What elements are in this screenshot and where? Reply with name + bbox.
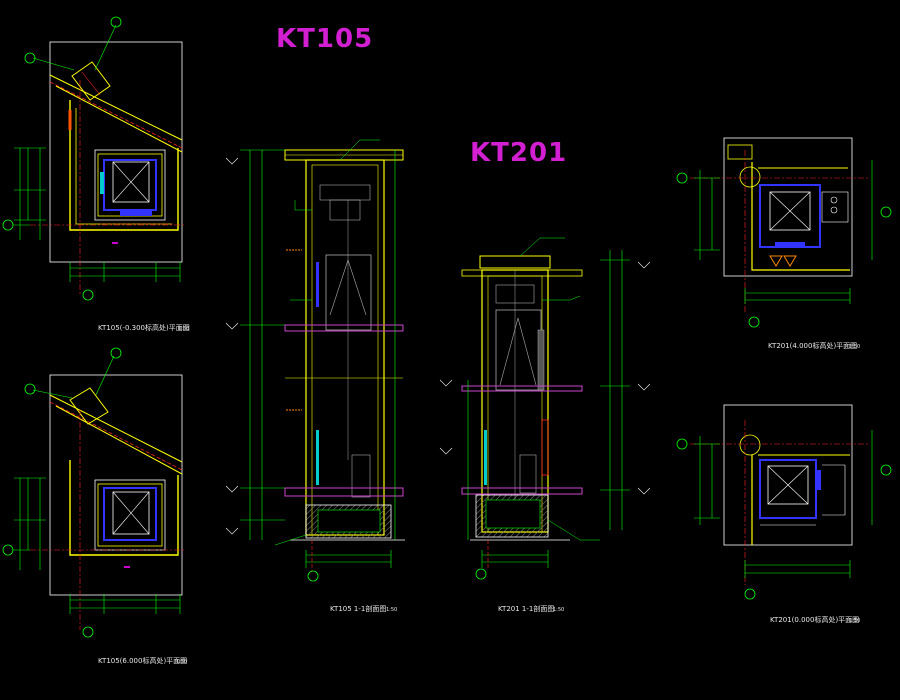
caption-plan-kt201-upper: KT201(4.000标高处)平面图 [768, 342, 858, 350]
scale-plan-kt105-upper: 1:50 [178, 326, 190, 332]
caption-section-kt201: KT201 1-1剖面图 [498, 605, 555, 613]
caption-section-kt105: KT105 1-1剖面图 [330, 605, 387, 613]
scale-section-kt201: 1:50 [553, 607, 565, 613]
section-kt201 [439, 237, 651, 580]
title-kt201: KT201 [470, 138, 568, 168]
title-kt105: KT105 [276, 24, 374, 54]
plan-kt201-upper [676, 137, 892, 328]
plan-kt105-lower [2, 347, 185, 638]
caption-plan-kt105-upper: KT105(-0.300标高处)平面图 [98, 324, 190, 332]
scale-plan-kt201-lower: 1:50 [849, 618, 861, 624]
plan-kt105-upper [2, 16, 185, 301]
scale-section-kt105: 1:50 [386, 607, 398, 613]
caption-plan-kt201-lower: KT201(0.000标高处)平面图 [770, 616, 860, 624]
caption-plan-kt105-lower: KT105(6.000标高处)平面图 [98, 657, 188, 665]
scale-plan-kt105-lower: 1:50 [176, 659, 188, 665]
plan-kt201-lower [676, 404, 892, 600]
section-kt105 [225, 139, 405, 582]
scale-plan-kt201-upper: 1:50 [849, 344, 861, 350]
